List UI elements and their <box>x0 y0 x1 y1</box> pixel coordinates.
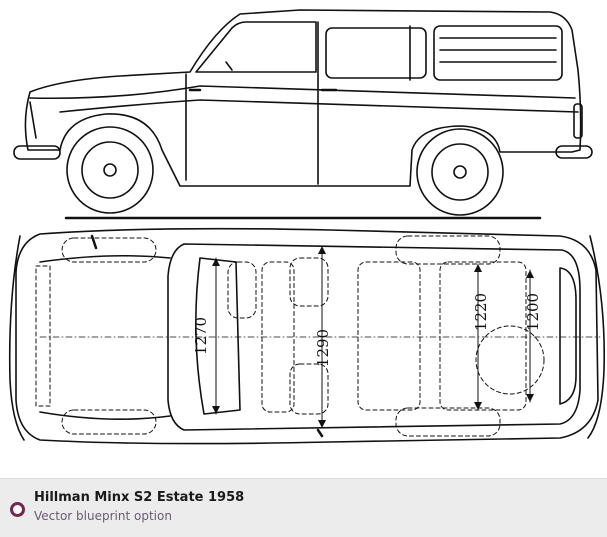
dim-label-1270: 1270 <box>192 317 210 355</box>
rear-wheel <box>416 128 504 216</box>
caption-subtitle: Vector blueprint option <box>34 509 172 523</box>
caption-bar: Hillman Minx S2 Estate 1958 Vector bluep… <box>0 478 607 537</box>
rear-bumper <box>555 145 593 159</box>
top-body-outline <box>15 227 599 445</box>
front-wheel <box>66 126 154 214</box>
dim-label-1200: 1200 <box>524 293 542 331</box>
ring-bullet-icon <box>10 502 25 517</box>
dim-label-1290: 1290 <box>314 329 332 367</box>
car-blueprint: 1270 1290 1220 1200 <box>8 9 606 445</box>
side-view <box>13 9 593 220</box>
top-view <box>8 227 606 445</box>
front-bumper <box>13 145 61 160</box>
side-body-outline <box>24 9 582 187</box>
caption-title[interactable]: Hillman Minx S2 Estate 1958 <box>34 490 245 505</box>
dim-label-1220: 1220 <box>472 293 490 331</box>
